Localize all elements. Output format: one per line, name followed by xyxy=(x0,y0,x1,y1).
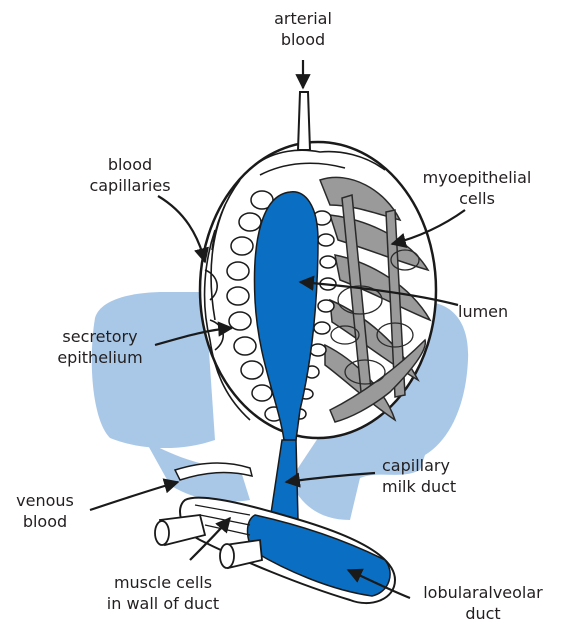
label-lobularalveolar-duct: lobularalveolar duct xyxy=(413,582,553,624)
arrow-venous-blood xyxy=(90,482,178,510)
arrow-blood-capillaries xyxy=(158,196,205,262)
label-arterial-blood: arterial blood xyxy=(263,8,343,50)
label-capillary-milk-duct: capillary milk duct xyxy=(382,455,482,497)
label-blood-capillaries: blood capillaries xyxy=(80,154,180,196)
arterial-vessel xyxy=(298,92,310,150)
label-muscle-cells: muscle cells in wall of duct xyxy=(88,572,238,614)
background-tissue xyxy=(92,292,215,448)
label-lumen: lumen xyxy=(458,301,528,322)
label-myoepithelial-cells: myoepithelial cells xyxy=(412,167,542,209)
label-secretory-epithelium: secretory epithelium xyxy=(40,326,160,368)
label-venous-blood: venous blood xyxy=(0,490,90,532)
